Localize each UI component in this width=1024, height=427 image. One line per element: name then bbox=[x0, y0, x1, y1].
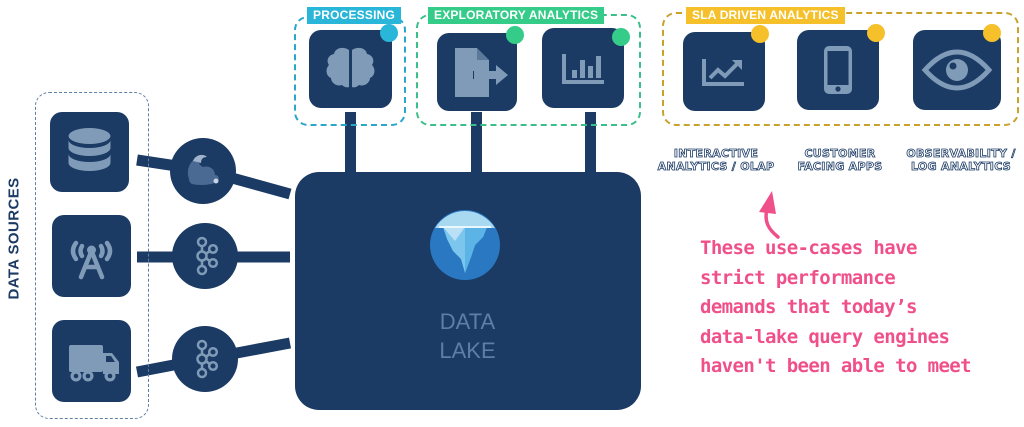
eye-icon bbox=[921, 49, 993, 91]
label-observability: OBSERVABILITY / LOG ANALYTICS bbox=[898, 147, 1024, 174]
connector-kafka-1[interactable] bbox=[171, 222, 239, 290]
squirrel-flink-icon bbox=[187, 154, 219, 185]
trend-chart-icon bbox=[702, 59, 744, 86]
label-line: CUSTOMER bbox=[804, 147, 876, 161]
source-antenna[interactable] bbox=[52, 215, 131, 297]
exploratory-analytics-label: EXPLORATORY ANALYTICS bbox=[428, 7, 605, 24]
sla-status-dot-2 bbox=[867, 24, 885, 42]
label-line: ANALYTICS / OLAP bbox=[657, 160, 775, 174]
data-sources-title: DATA SOURCES bbox=[5, 177, 23, 300]
kafka-icon bbox=[196, 236, 219, 276]
label-line: FACING APPS bbox=[797, 160, 883, 174]
label-line: OBSERVABILITY / bbox=[906, 147, 1016, 161]
bar-chart-icon bbox=[562, 54, 604, 84]
exploratory-status-dot-2 bbox=[612, 28, 630, 46]
connector-kafka-2[interactable] bbox=[171, 325, 239, 393]
file-export-icon bbox=[455, 48, 508, 97]
label-line: INTERACTIVE bbox=[673, 147, 759, 161]
data-sources-group bbox=[35, 92, 149, 419]
stem-processing bbox=[345, 112, 356, 174]
sla-interactive-analytics-tile[interactable] bbox=[683, 32, 765, 111]
label-interactive-analytics: INTERACTIVE ANALYTICS / OLAP bbox=[656, 147, 776, 174]
processing-brain-tile[interactable] bbox=[309, 30, 392, 108]
truck-icon bbox=[69, 345, 119, 382]
label-line: LOG ANALYTICS bbox=[910, 160, 1012, 174]
processing-label: PROCESSING bbox=[307, 7, 402, 24]
source-database[interactable] bbox=[50, 112, 129, 192]
processing-status-dot bbox=[380, 24, 398, 42]
data-lake[interactable] bbox=[295, 172, 641, 410]
exploratory-status-dot-1 bbox=[506, 26, 524, 44]
smartphone-icon bbox=[824, 46, 852, 94]
data-lake-title-line2: LAKE bbox=[439, 338, 496, 363]
source-truck[interactable] bbox=[52, 320, 131, 402]
database-icon bbox=[68, 128, 111, 171]
sla-observability-tile[interactable] bbox=[913, 30, 1001, 110]
label-customer-apps: CUSTOMER FACING APPS bbox=[790, 147, 890, 174]
data-lake-title-line1: DATA bbox=[439, 309, 496, 334]
sla-status-dot-3 bbox=[983, 24, 1001, 42]
annotation-note: These use-cases have strict performance … bbox=[700, 237, 972, 377]
sla-customer-apps-tile[interactable] bbox=[797, 30, 879, 110]
brain-icon bbox=[326, 47, 375, 88]
stem-exploratory-1 bbox=[471, 112, 482, 174]
iceberg-icon bbox=[430, 210, 500, 280]
stem-exploratory-2 bbox=[585, 112, 596, 174]
connector-flink[interactable] bbox=[169, 137, 237, 205]
exploratory-file-export-tile[interactable] bbox=[437, 33, 517, 111]
exploratory-bar-chart-tile[interactable] bbox=[542, 28, 624, 108]
annotation-arrow-icon bbox=[759, 191, 780, 239]
kafka-icon bbox=[196, 339, 219, 379]
sla-driven-analytics-label: SLA DRIVEN ANALYTICS bbox=[686, 7, 845, 24]
sla-status-dot-1 bbox=[751, 25, 769, 43]
antenna-tower-icon bbox=[70, 240, 113, 280]
